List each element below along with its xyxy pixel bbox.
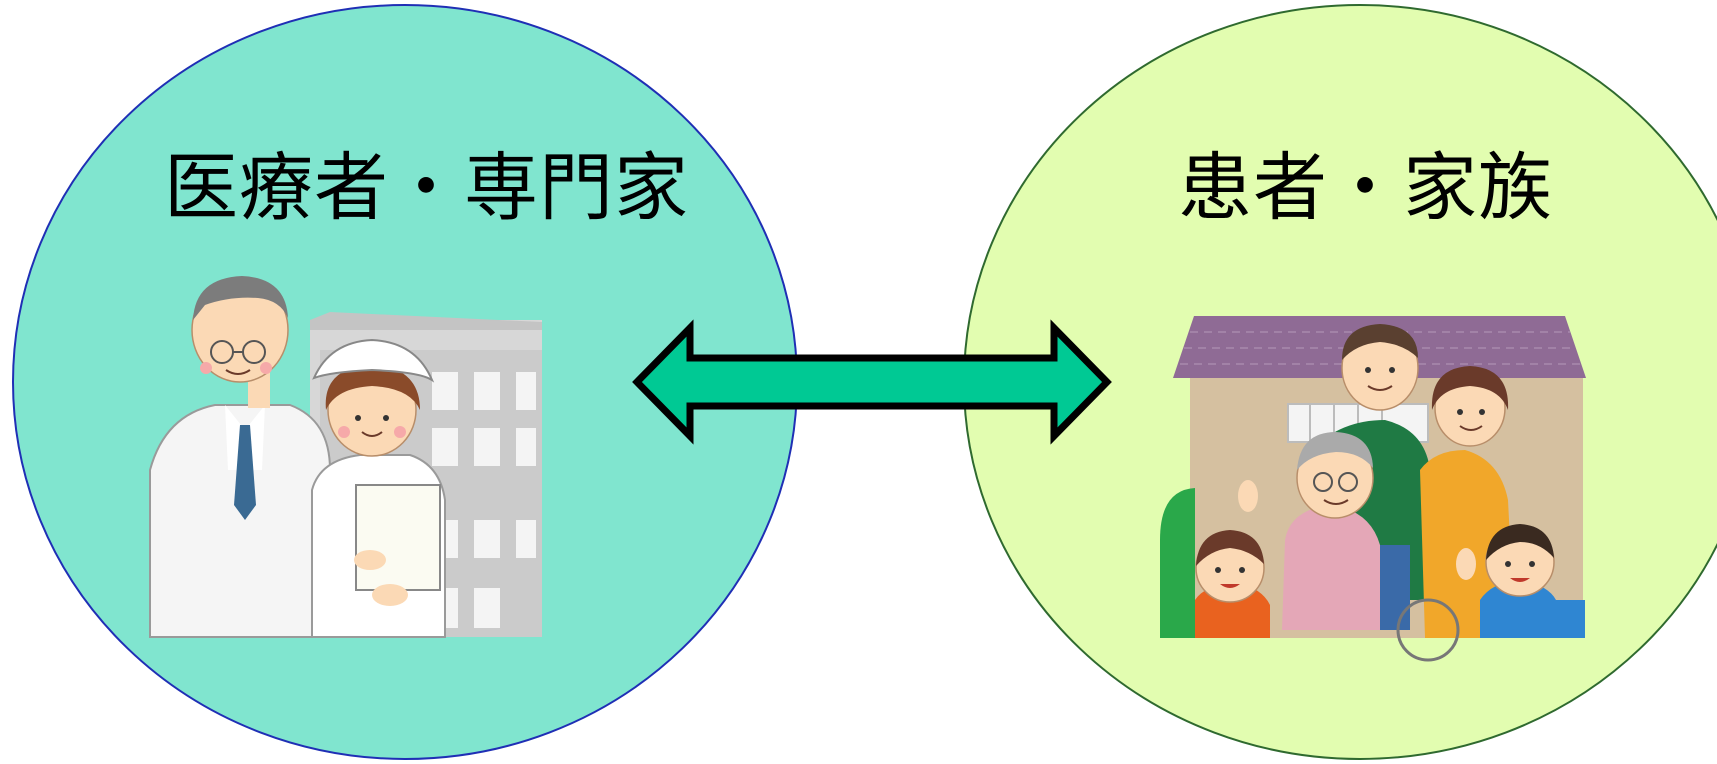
right-group-title: 患者・家族: [1178, 145, 1553, 231]
grandmother-figure: [1282, 432, 1460, 662]
doctor-nurse-illustration: [149, 276, 542, 638]
left-group-title: 医療者・専門家: [164, 145, 689, 231]
family-illustration: [1160, 316, 1586, 662]
girl-figure: [1195, 480, 1270, 638]
doctor-figure: [149, 276, 331, 638]
boy-figure: [1456, 524, 1585, 638]
nurse-figure: [311, 338, 446, 638]
bidirectional-arrow: [632, 319, 1112, 445]
wheelchair-wheel-icon: [1396, 598, 1460, 662]
